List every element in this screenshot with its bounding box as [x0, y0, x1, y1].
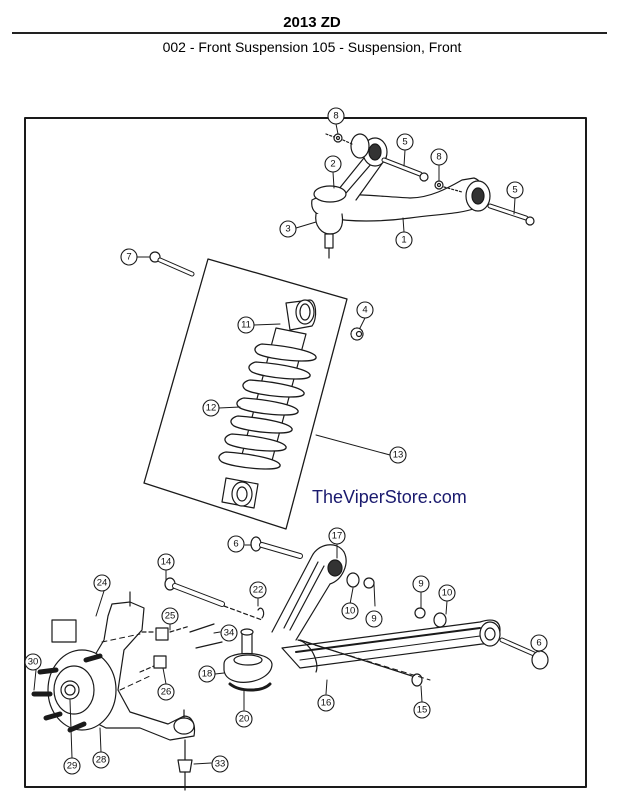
callout-9a: 9 — [365, 610, 383, 628]
bolt-14 — [164, 577, 263, 621]
callout-33: 33 — [211, 755, 229, 773]
svg-text:12: 12 — [206, 403, 217, 414]
bolt-6-lower — [499, 637, 549, 670]
svg-text:30: 30 — [28, 657, 39, 668]
callout-7: 7 — [120, 248, 138, 266]
svg-text:25: 25 — [165, 611, 176, 622]
washer-nut-9-10-left — [346, 572, 375, 589]
svg-text:13: 13 — [393, 450, 404, 461]
svg-text:6: 6 — [233, 539, 238, 550]
nut-4 — [350, 327, 364, 341]
svg-text:17: 17 — [332, 531, 343, 542]
callout-10b: 10 — [438, 584, 456, 602]
callout-34: 34 — [220, 624, 238, 642]
svg-text:2: 2 — [330, 159, 335, 170]
svg-text:9: 9 — [418, 579, 423, 590]
svg-text:8: 8 — [333, 111, 338, 122]
svg-text:1: 1 — [401, 235, 406, 246]
callout-10a: 10 — [341, 602, 359, 620]
callout-25: 25 — [161, 607, 179, 625]
svg-text:9: 9 — [371, 614, 376, 625]
callout-14: 14 — [157, 553, 175, 571]
callout-5b: 5 — [506, 181, 524, 199]
svg-text:8: 8 — [436, 152, 441, 163]
svg-text:4: 4 — [362, 305, 367, 316]
callout-24: 24 — [93, 574, 111, 592]
lower-control-arm — [271, 544, 501, 673]
upper-control-arm — [311, 133, 491, 259]
callout-6b: 6 — [530, 634, 548, 652]
callout-18: 18 — [198, 665, 216, 683]
callout-28: 28 — [92, 751, 110, 769]
callout-16: 16 — [317, 694, 335, 712]
callout-1: 1 — [395, 231, 413, 249]
svg-text:5: 5 — [402, 137, 407, 148]
callout-6a: 6 — [227, 535, 245, 553]
assembly-lines — [101, 633, 431, 691]
callout-17: 17 — [328, 527, 346, 545]
svg-text:10: 10 — [345, 606, 356, 617]
cotter-pins — [189, 623, 223, 649]
callout-4: 4 — [356, 301, 374, 319]
coil-over-shock — [218, 299, 317, 509]
leader-lines — [33, 123, 540, 765]
bolt-5-upper-rear — [381, 157, 429, 182]
svg-text:14: 14 — [161, 557, 172, 568]
svg-text:29: 29 — [67, 761, 78, 772]
page-title: 2013 ZD — [283, 14, 341, 31]
callout-15: 15 — [413, 701, 431, 719]
callout-9b: 9 — [412, 575, 430, 593]
svg-text:18: 18 — [202, 669, 213, 680]
svg-text:28: 28 — [96, 755, 107, 766]
callout-22: 22 — [249, 581, 267, 599]
nut-8-rear — [325, 133, 353, 145]
castle-nuts — [139, 625, 191, 673]
svg-text:3: 3 — [285, 224, 290, 235]
svg-text:5: 5 — [512, 185, 517, 196]
svg-text:33: 33 — [215, 759, 226, 770]
callout-30: 30 — [24, 653, 42, 671]
watermark-text: TheViperStore.com — [312, 487, 467, 507]
svg-text:7: 7 — [126, 252, 131, 263]
bolt-6-upper — [250, 536, 303, 559]
svg-text:15: 15 — [417, 705, 428, 716]
washer-nut-9-10-right — [414, 607, 447, 628]
svg-text:6: 6 — [536, 638, 541, 649]
callout-12: 12 — [202, 399, 220, 417]
svg-text:22: 22 — [253, 585, 264, 596]
svg-text:26: 26 — [161, 687, 172, 698]
svg-text:34: 34 — [224, 628, 235, 639]
svg-text:10: 10 — [442, 588, 453, 599]
bolt-7 — [149, 251, 195, 277]
callout-8b: 8 — [430, 148, 448, 166]
callout-8a: 8 — [327, 107, 345, 125]
callout-11: 11 — [237, 316, 255, 334]
page-subtitle: 002 - Front Suspension 105 - Suspension,… — [162, 39, 462, 55]
callout-5a: 5 — [396, 133, 414, 151]
callout-3: 3 — [279, 220, 297, 238]
nut-33 — [177, 739, 193, 791]
callout-26: 26 — [157, 683, 175, 701]
bolt-5-upper-front — [487, 203, 535, 226]
svg-text:24: 24 — [97, 578, 108, 589]
callout-29: 29 — [63, 757, 81, 775]
callout-13: 13 — [389, 446, 407, 464]
diagram-frame — [24, 117, 587, 788]
callout-20: 20 — [235, 710, 253, 728]
title-divider — [12, 32, 607, 34]
svg-text:16: 16 — [321, 698, 332, 709]
svg-text:20: 20 — [239, 714, 250, 725]
callout-2: 2 — [324, 155, 342, 173]
lower-ball-joint — [223, 607, 273, 692]
svg-text:11: 11 — [241, 320, 251, 331]
hub-bearing — [31, 649, 117, 733]
